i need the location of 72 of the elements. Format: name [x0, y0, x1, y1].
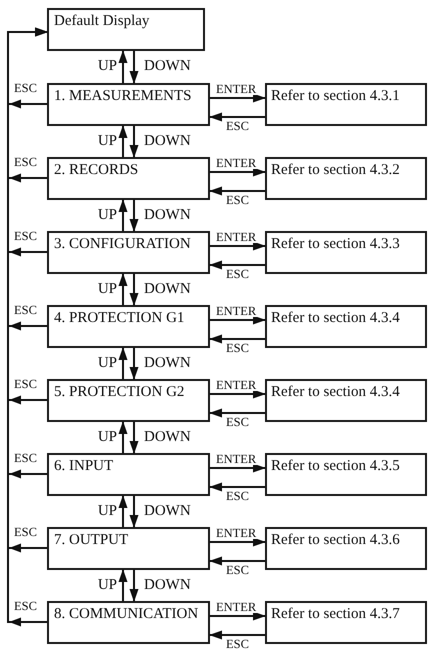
edge-label: ESC	[225, 342, 250, 354]
menu-label: 4. PROTECTION G1	[54, 309, 184, 327]
reference-box	[265, 231, 427, 274]
reference-box	[265, 83, 427, 126]
edge-label: ESC	[13, 304, 38, 316]
edge-label: DOWN	[143, 282, 192, 296]
reference-box	[265, 157, 427, 200]
edge-label: ESC	[225, 490, 250, 502]
edge-label: ESC	[225, 120, 250, 132]
menu-label: 2. RECORDS	[54, 161, 138, 179]
menu-box	[47, 83, 210, 126]
edge-label: ESC	[13, 230, 38, 242]
edge-label: UP	[96, 356, 118, 370]
menu-label: 5. PROTECTION G2	[54, 383, 184, 401]
menu-box	[47, 379, 210, 422]
edge-label: DOWN	[143, 134, 192, 148]
reference-box	[265, 601, 427, 644]
edge-label: UP	[96, 282, 118, 296]
menu-box	[47, 8, 205, 51]
menu-box	[47, 601, 210, 644]
edge-label: ESC	[13, 452, 38, 464]
reference-text: Refer to section 4.3.7	[271, 605, 400, 623]
reference-text: Refer to section 4.3.2	[271, 161, 400, 179]
edge-label: DOWN	[143, 208, 192, 222]
edge-label: UP	[96, 134, 118, 148]
edge-label: DOWN	[143, 356, 192, 370]
edge-label: ESC	[225, 416, 250, 428]
edge-label: ENTER	[215, 83, 258, 95]
menu-box	[47, 305, 210, 348]
edge-label: ESC	[13, 378, 38, 390]
menu-label: 6. INPUT	[54, 457, 114, 475]
reference-text: Refer to section 4.3.3	[271, 235, 400, 253]
edge-label: UP	[96, 578, 118, 592]
edge-label: UP	[96, 208, 118, 222]
menu-box	[47, 157, 210, 200]
menu-label: Default Display	[54, 12, 150, 30]
edge-label: ENTER	[215, 527, 258, 539]
edge-label: DOWN	[143, 504, 192, 518]
menu-box	[47, 527, 210, 570]
menu-label: 3. CONFIGURATION	[54, 235, 191, 253]
edge-label: ESC	[225, 564, 250, 576]
reference-text: Refer to section 4.3.5	[271, 457, 400, 475]
reference-box	[265, 453, 427, 496]
reference-text: Refer to section 4.3.4	[271, 383, 400, 401]
edge-label: UP	[96, 504, 118, 518]
edge-label: ENTER	[215, 453, 258, 465]
reference-box	[265, 305, 427, 348]
edge-label: ESC	[13, 526, 38, 538]
edge-label: ESC	[225, 194, 250, 206]
menu-box	[47, 231, 210, 274]
edge-label: DOWN	[143, 578, 192, 592]
edge-label: UP	[96, 430, 118, 444]
edge-label: ESC	[225, 638, 250, 650]
edge-label: ENTER	[215, 231, 258, 243]
reference-box	[265, 379, 427, 422]
menu-box	[47, 453, 210, 496]
edge-label: DOWN	[143, 430, 192, 444]
reference-text: Refer to section 4.3.4	[271, 309, 400, 327]
menu-label: 7. OUTPUT	[54, 531, 128, 549]
menu-label: 1. MEASUREMENTS	[54, 87, 192, 105]
edge-label: ENTER	[215, 305, 258, 317]
edge-label: ENTER	[215, 157, 258, 169]
reference-text: Refer to section 4.3.6	[271, 531, 400, 549]
reference-box	[265, 527, 427, 570]
edge-label: ESC	[13, 156, 38, 168]
reference-text: Refer to section 4.3.1	[271, 87, 400, 105]
menu-label: 8. COMMUNICATION	[54, 605, 198, 623]
edge-label: ENTER	[215, 379, 258, 391]
edge-label: ESC	[13, 600, 38, 612]
edge-label: ESC	[13, 82, 38, 94]
edge-label: ENTER	[215, 601, 258, 613]
edge-label: ESC	[225, 268, 250, 280]
